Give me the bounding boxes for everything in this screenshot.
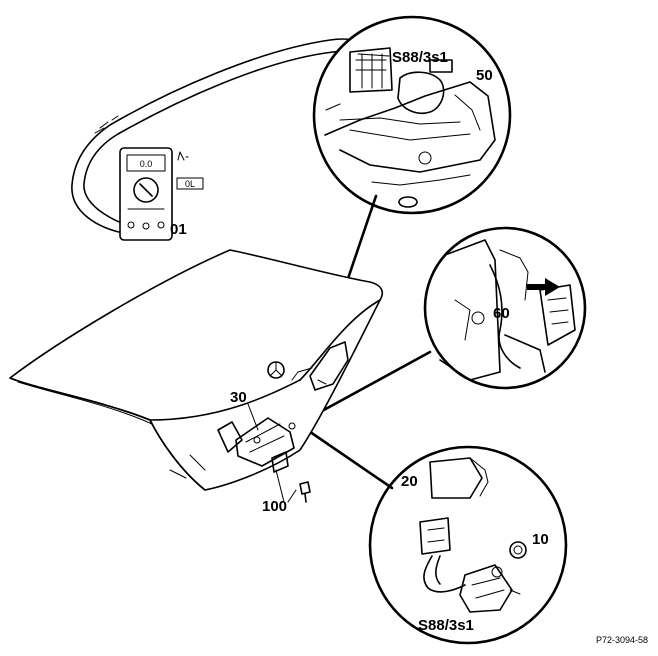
label-60: 60 [493,305,510,322]
label-10: 10 [532,531,549,548]
label-s88-3s1-top: S88/3s1 [392,49,448,66]
leader-30 [247,403,259,431]
label-s88-3s1-bottom: S88/3s1 [418,617,474,634]
multimeter: 0.0 [119,147,173,241]
trunk-lid [9,249,384,503]
leader-s88-top [357,53,390,57]
arrow-icon [527,278,560,296]
label-20: 20 [401,473,418,490]
meter-mode-box: 0L [176,177,204,190]
meter-mode-label: 0L [185,179,195,189]
label-50: 50 [476,67,493,84]
detail-circle-top [312,15,512,215]
label-30: 30 [230,389,247,406]
label-100: 100 [262,498,287,515]
detail-circle-bottom [368,445,568,645]
detail-circle-right [423,226,587,390]
leader-100 [275,469,297,503]
meter-symbol [177,151,189,161]
meter-display: 0.0 [140,159,153,169]
reference-code: P72-3094-58 [596,635,648,645]
label-01: 01 [170,221,187,238]
meter-display-frame [126,154,166,172]
